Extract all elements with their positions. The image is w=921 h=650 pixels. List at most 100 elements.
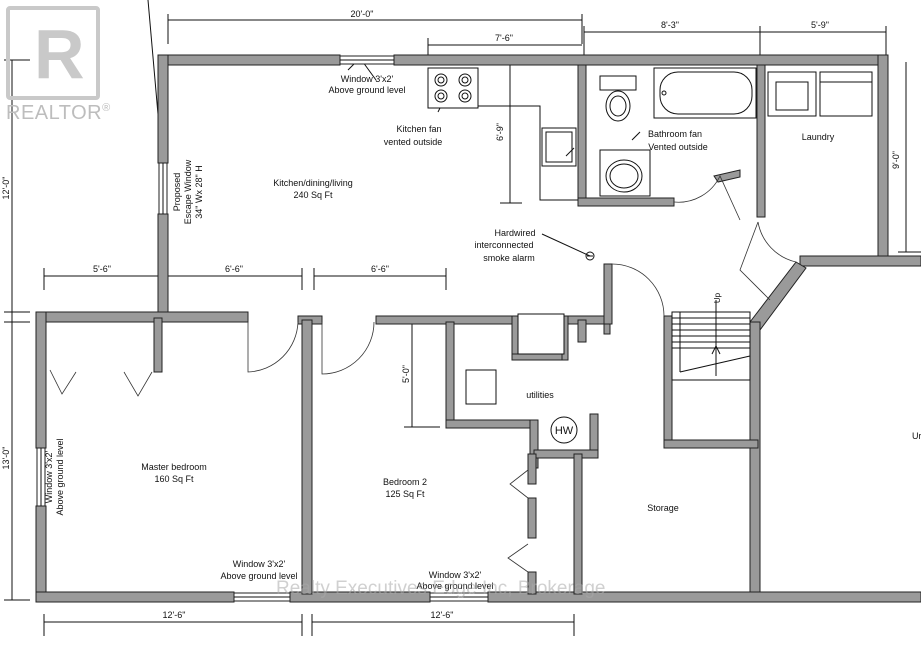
wall-bath-right	[756, 64, 766, 218]
room-storage: Storage	[647, 503, 679, 513]
dryer-icon	[819, 71, 873, 117]
washer-icon	[767, 71, 817, 117]
dim-top-overall: 20'-0"	[351, 9, 374, 19]
wall-bath-corner	[713, 169, 741, 183]
realtor-reg-symbol: ®	[102, 102, 111, 114]
note-window-b1-1: Window 3'x2'	[233, 559, 286, 569]
wall-left-outer-upper	[35, 311, 47, 449]
dim-mid-b: 6'-6"	[225, 264, 243, 274]
wall-util-left	[445, 321, 455, 427]
door-laundry	[757, 221, 797, 263]
wall-storage-right	[749, 321, 761, 603]
dim-top-bath: 8'-3"	[661, 20, 679, 30]
stove-icon	[427, 67, 479, 109]
note-escape-2: Escape Window	[183, 159, 193, 224]
dim-kitchen-depth: 6'-9"	[495, 123, 505, 141]
note-window-top-2: Above ground level	[328, 85, 405, 95]
wall-laundry-right	[877, 54, 889, 266]
note-alarm-1: Hardwired	[494, 228, 535, 238]
note-alarm-2: interconnected	[474, 240, 533, 250]
dim-top-kitchen: 7'-6"	[495, 33, 513, 43]
wall-bed2-storage-bot	[527, 571, 537, 595]
realtor-logo-text: REALTOR®	[6, 102, 111, 125]
note-window-left-1: Window 3'x2'	[44, 450, 54, 503]
note-fan-1: Kitchen fan	[396, 124, 441, 134]
wall-util-stub	[577, 319, 587, 343]
vanity-icon	[599, 149, 651, 197]
stairs-icon	[671, 300, 751, 381]
wall-laundry-bottom	[799, 255, 921, 267]
dim-mid-a: 5'-6"	[93, 264, 111, 274]
hot-water-tank-icon	[550, 416, 578, 444]
room-kitchen-area: 240 Sq Ft	[293, 190, 333, 200]
note-escape-1: Proposed	[172, 173, 182, 212]
bathroom-note-2: Vented outside	[648, 142, 708, 152]
dim-bottom-right: 12'-6"	[431, 610, 454, 620]
realtor-logo: R REALTOR®	[2, 4, 110, 126]
note-alarm-3: smoke alarm	[483, 253, 535, 263]
note-escape-3: 34" Wx 28" H	[194, 165, 204, 218]
room-bedroom2-area: 125 Sq Ft	[385, 489, 425, 499]
wall-kitchen-left-lower	[157, 213, 169, 319]
closet-master-bifold	[49, 369, 153, 397]
doors	[49, 175, 797, 573]
wall-kitchen-left-upper	[157, 54, 169, 164]
bathroom-note-1: Bathroom fan	[648, 129, 702, 139]
wall-util-box-l	[511, 315, 519, 361]
brokerage-watermark: Realty Executives Edge Inc, Brokerage	[276, 578, 606, 599]
smoke-alarm-icon	[585, 251, 595, 261]
room-master-name: Master bedroom	[141, 462, 207, 472]
wall-bedroom-top-c	[375, 315, 613, 325]
wall-master-closet	[153, 317, 163, 373]
note-window-b2-2: Above ground level	[416, 581, 493, 591]
wall-bedroom-top-a	[35, 311, 249, 323]
wall-stair-bottom	[663, 439, 759, 449]
wall-master-bed2	[301, 319, 313, 595]
note-window-b1-2: Above ground level	[220, 571, 297, 581]
note-window-left-2: Above ground level	[55, 438, 65, 515]
utility-cabinet-icon	[465, 369, 497, 405]
wall-bottom-a	[35, 591, 235, 603]
room-kitchen-name: Kitchen/dining/living	[273, 178, 353, 188]
wall-storage-closet	[573, 453, 583, 595]
dim-bottom-left: 12'-6"	[163, 610, 186, 620]
windows	[36, 55, 489, 602]
bathtub-icon	[653, 67, 757, 119]
wall-angled	[749, 261, 807, 331]
dim-laundry-depth: 9'-0"	[891, 151, 901, 169]
dim-left-lower: 13'-0"	[1, 447, 11, 470]
door-bedroom2	[321, 321, 375, 375]
room-labels: Kitchen/dining/living 240 Sq Ft Bathroom…	[141, 129, 921, 513]
door-master	[247, 320, 299, 373]
wall-top-left	[161, 54, 341, 66]
dim-left-upper: 12'-0"	[1, 177, 11, 200]
wall-bath-bottom	[577, 197, 675, 207]
wall-util-box-b	[511, 353, 569, 361]
dim-utilities-depth: 5'-0"	[401, 365, 411, 383]
walls	[35, 54, 921, 603]
realtor-logo-word: REALTOR	[6, 102, 103, 124]
dim-top-laundry: 5'-9"	[811, 20, 829, 30]
fixtures	[427, 67, 873, 444]
stair-up-label: Up	[713, 292, 722, 303]
dimension-labels: 20'-0" 7'-6" 8'-3" 5'-9" 12'-0" 13'-0" 6…	[1, 9, 901, 620]
wall-bed2-storage-mid	[527, 497, 537, 539]
annotations: Window 3'x2' Above ground level Kitchen …	[44, 74, 536, 591]
dim-mid-c: 6'-6"	[371, 264, 389, 274]
furnace-icon	[517, 313, 565, 355]
wall-left-outer-lower	[35, 505, 47, 603]
closet-bed2-bifold	[507, 469, 529, 573]
kitchen-counter	[477, 68, 578, 201]
room-bedroom2-name: Bedroom 2	[383, 477, 427, 487]
room-laundry: Laundry	[802, 132, 835, 142]
hw-label: HW	[555, 425, 574, 437]
wall-hw-bottom	[533, 449, 599, 459]
wall-bed2-storage-top	[527, 453, 537, 485]
door-bathroom	[673, 175, 741, 221]
wall-util-bottom	[445, 419, 539, 429]
room-unfinished: Ur	[912, 431, 921, 441]
realtor-logo-letter: R	[34, 15, 85, 93]
note-window-b2-1: Window 3'x2'	[429, 570, 482, 580]
wall-stair-left	[663, 315, 673, 447]
